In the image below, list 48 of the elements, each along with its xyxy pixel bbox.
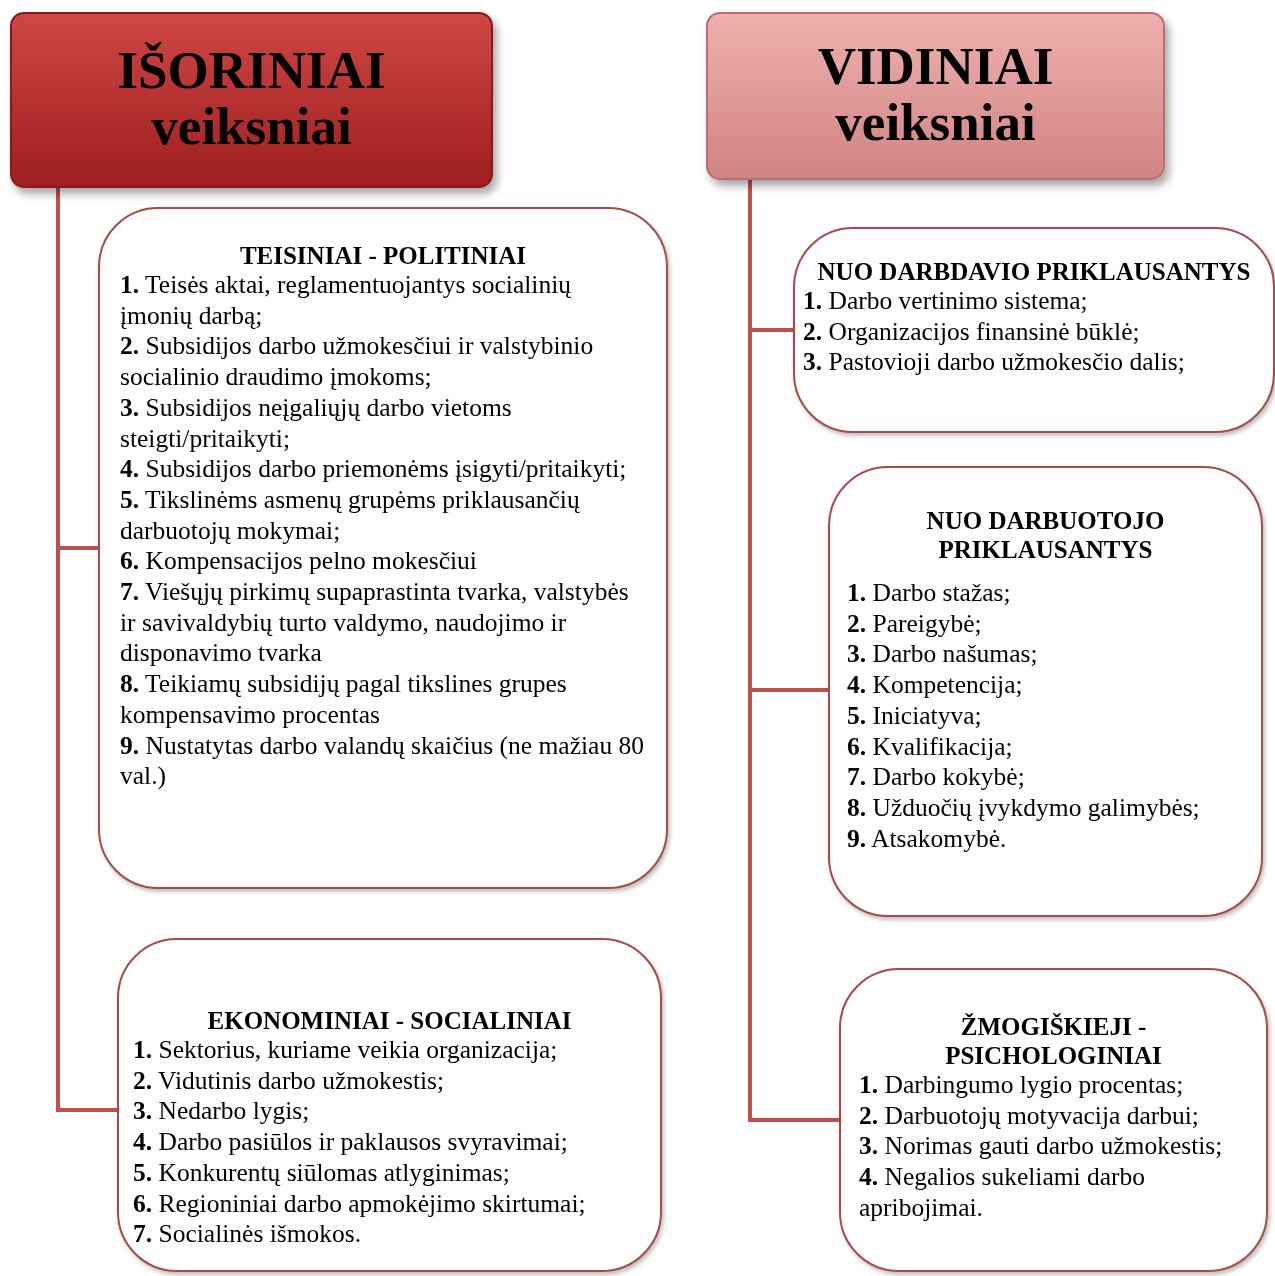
- list-item: 6. Kompensacijos pelno mokesčiui: [120, 546, 478, 578]
- category-card: [117, 938, 662, 1272]
- header-title: VIDINIAI: [817, 38, 1054, 94]
- header-title: veiksniai: [151, 98, 352, 154]
- category-card: [98, 207, 668, 889]
- list-item: 2. Organizacijos finansinė būklė;: [803, 316, 1141, 348]
- list-item: 6. Regioniniai darbo apmokėjimo skirtumai;: [133, 1188, 587, 1220]
- card-heading: TEISINIAI - POLITINIAI: [238, 241, 528, 270]
- list-item: 4. Subsidijos darbo priemonėms įsigyti/pritaikyti;: [120, 454, 628, 485]
- list-item: 4. Kompetencija;: [847, 670, 1024, 701]
- list-item: 2. Subsidijos darbo užmokesčiui ir valstybinio socialinio draudimo įmokoms;: [120, 331, 595, 393]
- list-item: 3. Pastovioji darbo užmokesčio dalis;: [803, 347, 1186, 379]
- list-item: 7. Viešųjų pirkimų supaprastinta tvarka, valstybės ir savivaldybių turto valdymo, naudojimo ir disponavimo tvarka: [120, 577, 630, 670]
- list-item: 3. Subsidijos neįgaliųjų darbo vietoms steigti/pritaikyti;: [120, 392, 513, 455]
- list-item: 2. Vidutinis darbo užmokestis;: [133, 1065, 446, 1097]
- list-item: 1. Teisės aktai, reglamentuojantys socialinių įmonių darbą;: [120, 270, 572, 332]
- list-item: 7. Darbo kokybė;: [847, 762, 1026, 793]
- header-title: IŠORINIAI: [117, 42, 386, 98]
- header-banner: [706, 12, 1165, 180]
- list-item: 4. Negalios sukeliami darbo apribojimai.: [859, 1162, 1147, 1224]
- list-item: 1. Sektorius, kuriame veikia organizacija;: [133, 1035, 559, 1066]
- list-item: 5. Tikslinėms asmenų grupėms priklausančių darbuotojų mokymai;: [120, 484, 581, 547]
- list-item: 3. Darbo našumas;: [847, 639, 1039, 671]
- list-item: 2. Pareigybė;: [847, 608, 983, 640]
- list-item: 4. Darbo pasiūlos ir paklausos svyravimai;: [133, 1127, 569, 1158]
- list-item: 5. Iniciatyva;: [847, 700, 983, 732]
- list-item: 3. Nedarbo lygis;: [133, 1096, 311, 1128]
- header-title: veiksniai: [835, 94, 1036, 150]
- list-item: 9. Atsakomybė.: [847, 823, 1008, 855]
- list-item: 1. Darbo vertinimo sistema;: [803, 286, 1089, 317]
- list-item: 1. Darbo stažas;: [847, 578, 1012, 609]
- card-heading: NUO DARBUOTOJO PRIKLAUSANTYS: [925, 506, 1166, 564]
- category-card: [839, 968, 1268, 1272]
- list-item: 8. Užduočių įvykdymo galimybės;: [847, 792, 1201, 824]
- list-item: 5. Konkurentų siūlomas atlyginimas;: [133, 1157, 511, 1189]
- category-card: [828, 466, 1263, 917]
- list-item: 6. Kvalifikacija;: [847, 731, 1014, 763]
- list-item: 1. Darbingumo lygio procentas;: [859, 1070, 1185, 1101]
- header-banner: [10, 12, 493, 188]
- list-item: 3. Norimas gauti darbo užmokestis;: [859, 1131, 1224, 1163]
- list-item: 7. Socialinės išmokos.: [133, 1219, 363, 1250]
- list-item: 2. Darbuotojų motyvacija darbui;: [859, 1100, 1200, 1132]
- list-item: 9. Nustatytas darbo valandų skaičius (ne mažiau 80 val.): [120, 730, 646, 792]
- card-heading: ŽMOGIŠKIEJI - PSICHOLOGINIAI: [944, 1012, 1163, 1070]
- card-heading: EKONOMINIAI - SOCIALINIAI: [206, 1006, 573, 1035]
- list-item: 8. Teikiamų subsidijų pagal tikslines grupes kompensavimo procentas: [120, 669, 568, 731]
- category-card: [793, 227, 1275, 433]
- card-heading: NUO DARBDAVIO PRIKLAUSANTYS: [816, 257, 1252, 286]
